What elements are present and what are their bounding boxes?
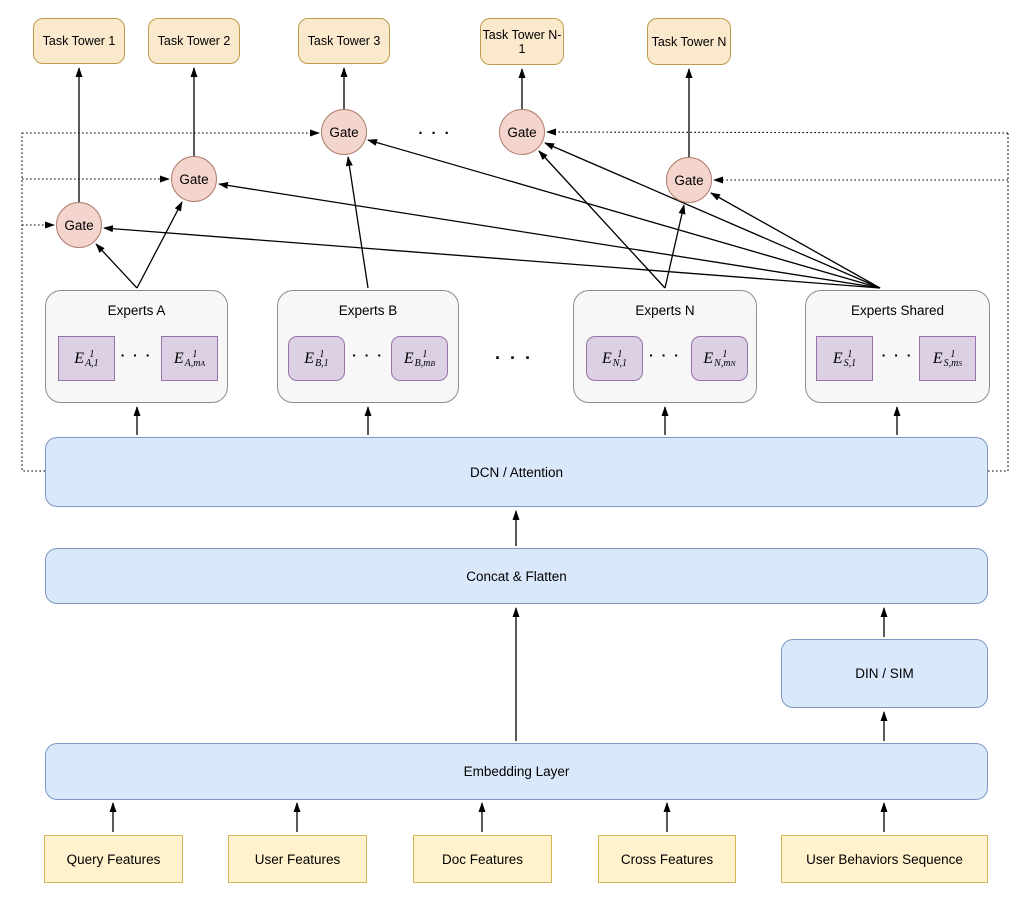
gate-task-n-1: Gate <box>499 109 545 155</box>
feature-cross: Cross Features <box>598 835 736 883</box>
feature-to-embedding-arrows <box>109 802 888 832</box>
experts-b-ellipsis: · · · <box>352 347 384 363</box>
feature-user: User Features <box>228 835 367 883</box>
shared-expert-to-gate-arrows <box>103 139 881 289</box>
experts-n-ellipsis: · · · <box>649 347 681 363</box>
gate-row-ellipsis: · · · <box>418 125 452 142</box>
feature-user-behaviors: User Behaviors Sequence <box>781 835 988 883</box>
feature-doc: Doc Features <box>413 835 552 883</box>
gate-task-2: Gate <box>171 156 217 202</box>
experts-shared-title: Experts Shared <box>850 303 945 318</box>
layer-dcn-attention: DCN / Attention <box>45 437 988 507</box>
task-tower-n-1: Task Tower N-1 <box>480 18 564 65</box>
expert-row-ellipsis: · · · <box>495 348 533 368</box>
layer-embedding: Embedding Layer <box>45 743 988 800</box>
experts-a-title: Experts A <box>107 303 166 318</box>
dcn-to-expert-arrows <box>133 406 901 435</box>
layer-din-sim: DIN / SIM <box>781 639 988 708</box>
experts-shared-ellipsis: · · · <box>881 347 914 363</box>
task-tower-3: Task Tower 3 <box>298 18 390 64</box>
experts-b-title: Experts B <box>338 303 398 318</box>
task-tower-1: Task Tower 1 <box>33 18 125 64</box>
gate-task-n: Gate <box>666 157 712 203</box>
experts-n-title: Experts N <box>635 303 695 318</box>
gate-task-1: Gate <box>56 202 102 248</box>
experts-a-ellipsis: · · · <box>120 347 153 363</box>
task-tower-n: Task Tower N <box>647 18 731 65</box>
feature-query: Query Features <box>44 835 183 883</box>
layer-concat-flatten: Concat & Flatten <box>45 548 988 604</box>
gate-task-3: Gate <box>321 109 367 155</box>
task-tower-2: Task Tower 2 <box>148 18 240 64</box>
